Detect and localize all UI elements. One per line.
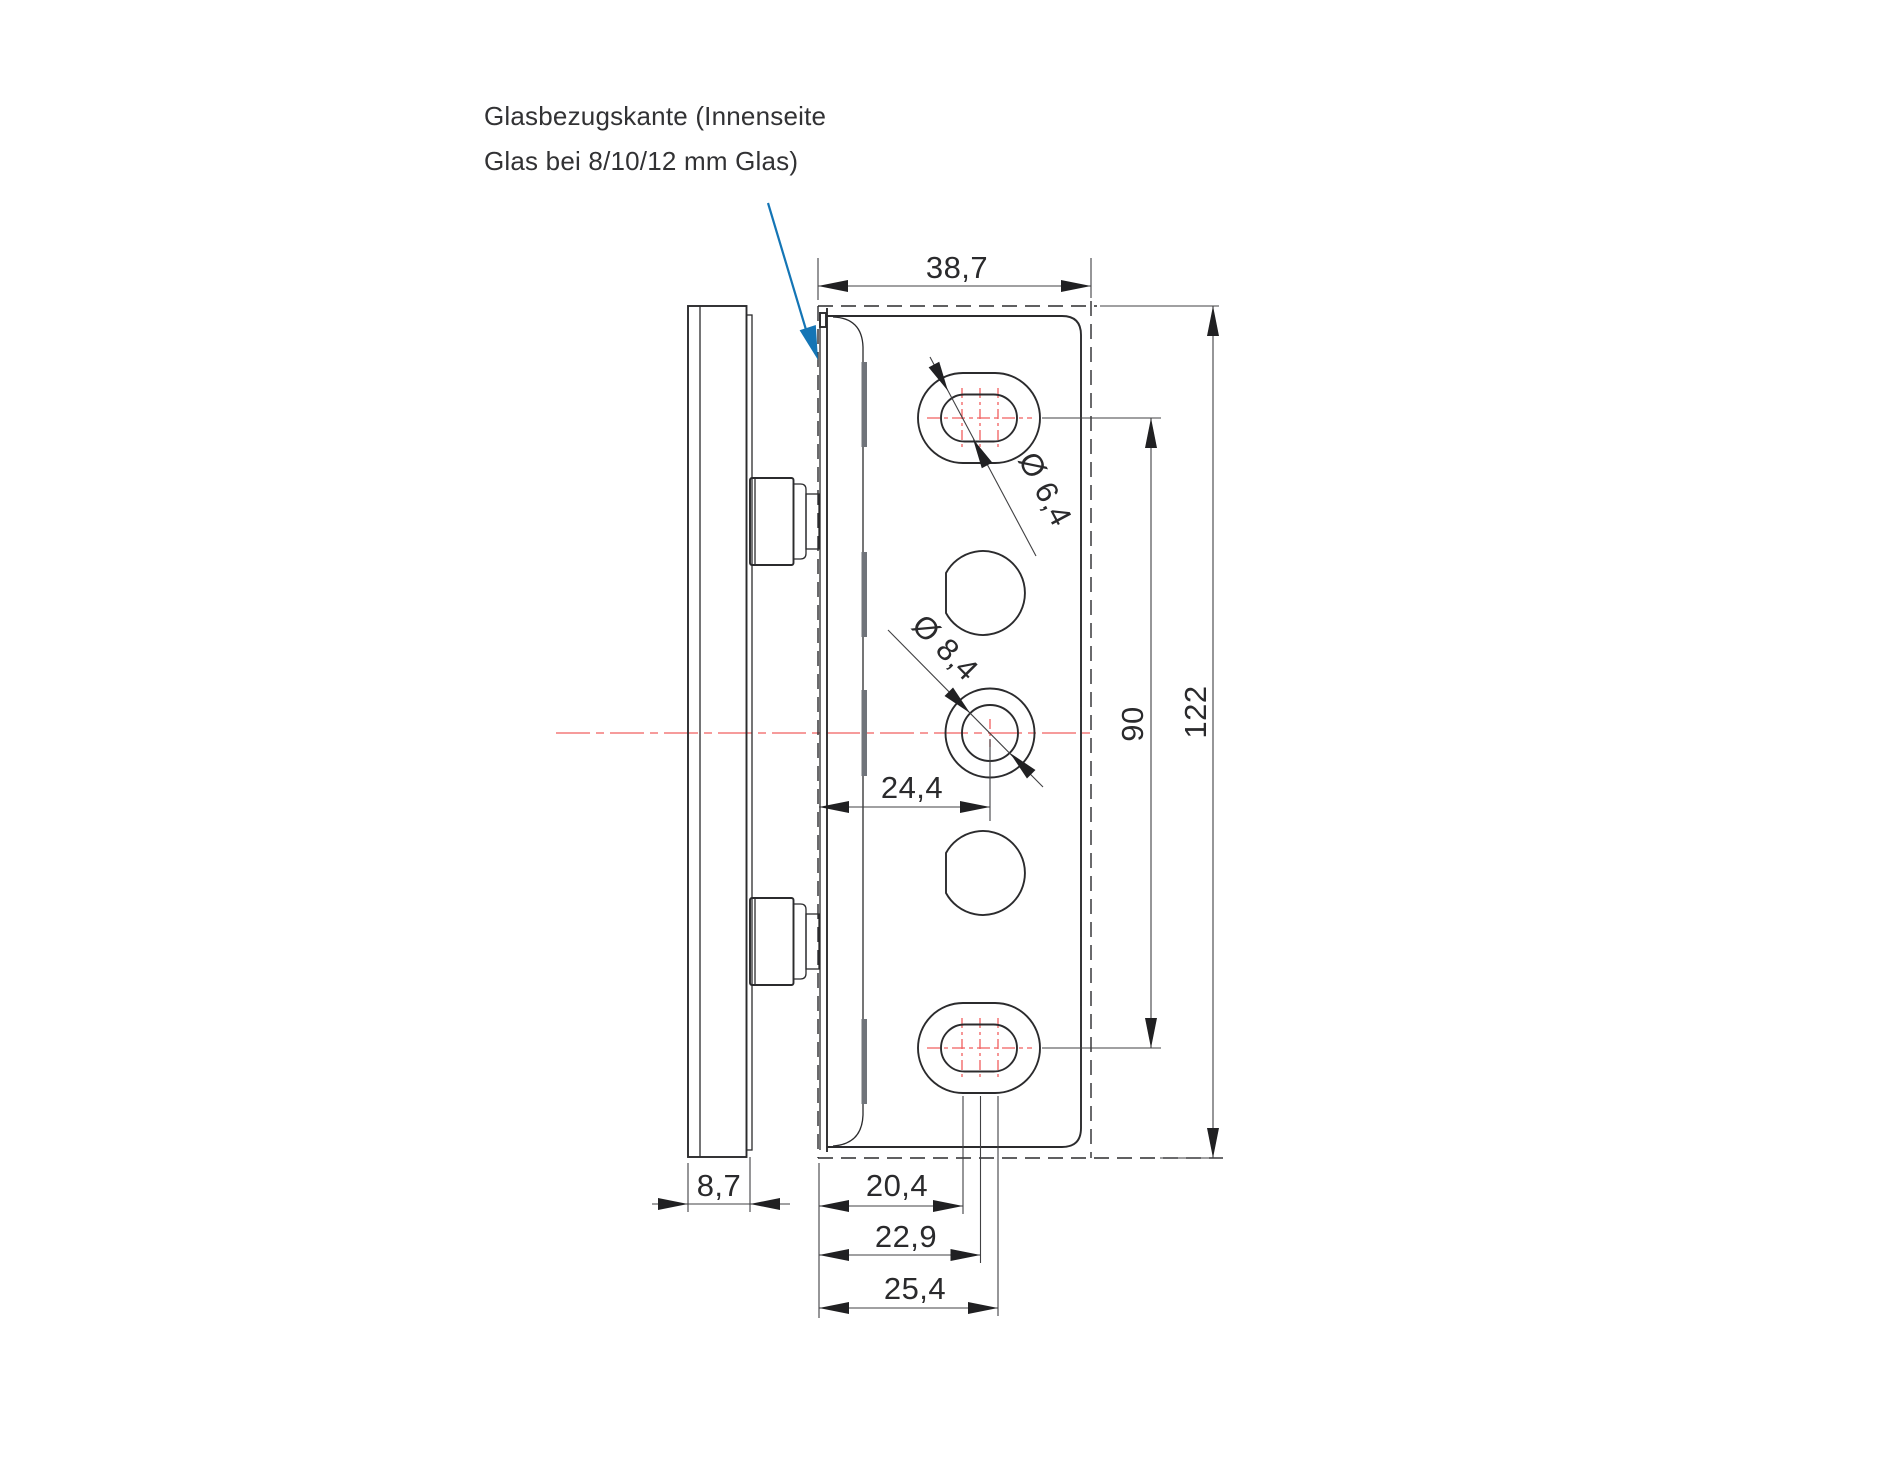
- leader-arrowhead: [944, 687, 975, 718]
- dim-hole-spacing-label: 90: [1115, 706, 1150, 741]
- upper-slotted-hole: [917, 372, 1041, 464]
- center-lines: [556, 388, 1093, 1080]
- dimension-arrowhead: [1207, 306, 1219, 336]
- dimension-arrowhead: [819, 1249, 849, 1261]
- note-line-1: Glasbezugskante (Innenseite: [484, 101, 827, 131]
- dim-top-width: 38,7: [817, 250, 1092, 300]
- slot-hole: [940, 393, 1018, 443]
- dim-edge-2-label: 22,9: [875, 1219, 937, 1254]
- dimension-arrowhead: [950, 1249, 981, 1261]
- dimension-arrowhead: [1061, 280, 1091, 292]
- dim-top-width-label: 38,7: [926, 250, 988, 285]
- dimension-arrowhead: [960, 801, 990, 813]
- jaw-grip-strip: [861, 1019, 867, 1104]
- lower-slotted-hole: [917, 1002, 1041, 1094]
- jaw-grip-strip: [861, 362, 867, 447]
- dimension-arrowhead: [1207, 1128, 1219, 1158]
- dimension-arrowhead: [1145, 418, 1157, 448]
- slot-counterbore: [917, 372, 1041, 464]
- screw-head: [749, 897, 795, 986]
- dimension-arrowhead: [819, 1302, 849, 1314]
- dimension-arrowhead: [750, 1198, 780, 1210]
- dimension-arrowhead: [1145, 1018, 1157, 1048]
- dim-overall-height-label: 122: [1178, 685, 1213, 738]
- dimension-arrowhead: [658, 1198, 688, 1210]
- dim-hole-diameter-label: Ø 8,4: [905, 608, 985, 688]
- screw-head: [749, 477, 795, 566]
- glass-pane-side: [687, 305, 748, 1158]
- leader-arrowhead: [928, 361, 954, 394]
- hidden-back-plate-outline: [817, 301, 1223, 1159]
- dim-slot-diameter-label: Ø 6,4: [1011, 446, 1079, 532]
- clamp-screw-bottom: [749, 897, 820, 986]
- jaw-grip-strip: [861, 690, 867, 776]
- adapter-hole-lower: [945, 830, 1026, 916]
- front-view: [819, 308, 1082, 1152]
- dim-edge-1-label: 20,4: [866, 1168, 928, 1203]
- dim-hole-spacing: 90: [1042, 417, 1161, 1049]
- side-view: [687, 305, 820, 1158]
- slot-counterbore: [917, 1002, 1041, 1094]
- adapter-hole-upper: [945, 550, 1026, 636]
- dimension-arrowhead: [968, 1302, 998, 1314]
- note-line-2: Glas bei 8/10/12 mm Glas): [484, 146, 799, 176]
- leader-arrowhead: [1005, 748, 1036, 779]
- jaw-grip-strip: [861, 552, 867, 637]
- screw-washer: [792, 903, 807, 980]
- dimension-arrowhead: [819, 1200, 849, 1212]
- dim-slot-diameter: Ø 6,4: [928, 356, 1079, 557]
- screw-shaft: [805, 913, 820, 970]
- note-leader-line: [766, 202, 809, 334]
- top-edge-tick: [819, 312, 827, 328]
- dimension-arrowhead: [819, 801, 849, 813]
- clamp-screw-top: [749, 477, 820, 566]
- dim-edge-to-slot-right: 25,4: [819, 1096, 999, 1316]
- glass-reference-note: Glasbezugskante (Innenseite Glas bei 8/1…: [484, 94, 826, 184]
- dim-overall-height: 122: [1100, 305, 1223, 1159]
- dim-center-offset-label: 24,4: [881, 770, 943, 805]
- dim-edge-3-label: 25,4: [884, 1271, 946, 1306]
- dimension-arrowhead: [933, 1200, 963, 1212]
- note-leader: [766, 202, 818, 360]
- plate-inner-jaw-edge: [832, 316, 864, 1147]
- screw-washer: [792, 483, 807, 560]
- dimension-arrowhead: [818, 280, 848, 292]
- note-leader-arrowhead: [799, 325, 818, 360]
- plate-outline: [827, 315, 1082, 1148]
- dim-edge-to-slot-left: 20,4: [819, 1096, 964, 1214]
- dim-edge-to-slot-center: 22,9: [819, 1096, 982, 1263]
- screw-shaft: [805, 493, 820, 550]
- slot-hole: [940, 1023, 1018, 1073]
- dim-hole-diameter: Ø 8,4: [887, 608, 1044, 788]
- dim-glass-thickness: 8,7: [652, 1157, 790, 1212]
- dim-center-offset: 24,4: [819, 739, 991, 821]
- dim-glass-thickness-label: 8,7: [697, 1168, 742, 1203]
- glass-pane-back-strip: [745, 314, 753, 1151]
